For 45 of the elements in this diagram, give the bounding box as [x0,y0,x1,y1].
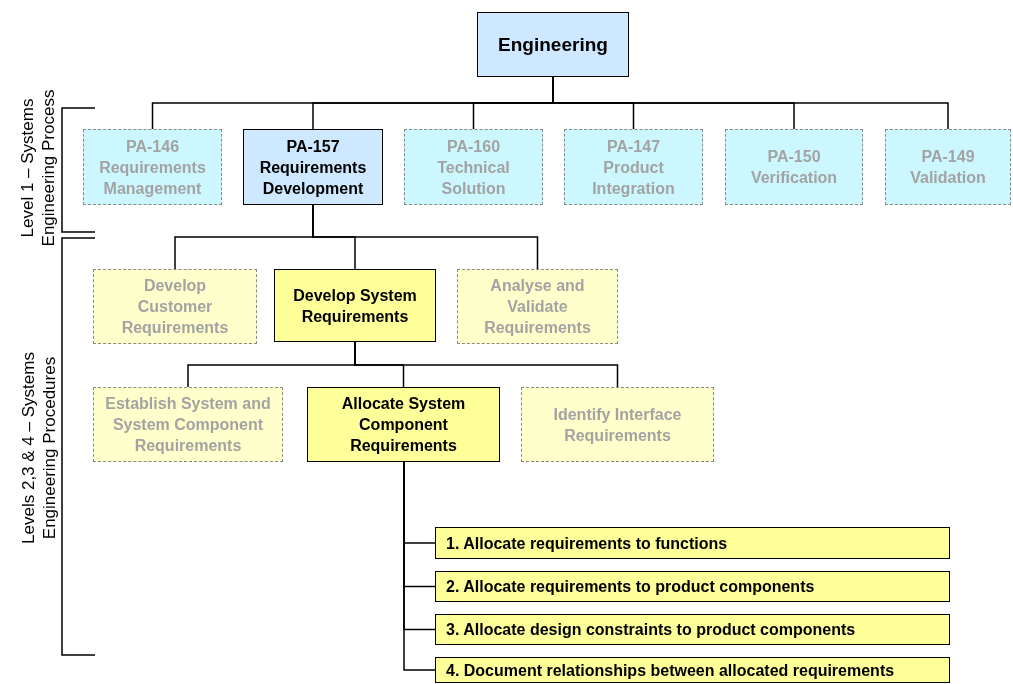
connector-line [312,204,539,270]
box-label: Product Integration [591,157,676,199]
side-label: Levels 2,3 & 4 – Systems Engineering Procedures [17,351,59,546]
step-box [435,657,950,683]
box-label: Establish System and System Component Requirements [104,394,272,456]
box-label: Requirements Development [258,157,368,199]
step-box [435,527,950,559]
connector-line [403,461,436,671]
process-box [93,387,283,462]
box-label: Analyse and Validate Requirements [483,276,592,338]
box-label: PA-147 [606,136,661,157]
process-box [885,129,1011,205]
box-label: 2. Allocate requirements to product components [446,577,815,597]
box-label: PA-160 [446,136,501,157]
process-box [457,269,618,344]
box-label: Identify Interface Requirements [552,404,683,446]
box-label: Requirements Management [98,157,207,199]
box-label: 4. Document relationships between allocated requirements [446,660,895,681]
process-box [725,129,863,205]
box-label: PA-150 [767,147,821,167]
step-box [435,614,950,645]
process-box [307,387,500,462]
box-label: Allocate System Component Requirements [340,394,467,456]
box-label: 1. Allocate requirements to functions [446,533,728,554]
box-label: PA-146 [125,136,180,157]
box-label: Develop System Requirements [292,285,418,327]
process-box [83,129,222,205]
box-label: Develop Customer Requirements [120,276,230,338]
process-box [564,129,703,205]
process-box [274,269,436,342]
process-box [521,387,714,462]
connector-line [354,341,619,388]
process-box [93,269,257,344]
box-label: PA-157 [286,136,340,157]
box-label: 3. Allocate design constraints to product components [446,620,856,640]
box-label: Verification [750,168,838,188]
box-label: Engineering [498,34,608,55]
box-label: Technical Solution [436,157,511,199]
box-label: Validation [910,168,986,188]
side-label: Level 1 – Systems Engineering Process [17,88,59,249]
box-label: PA-149 [921,147,975,167]
process-box [404,129,543,205]
process-box [243,129,383,205]
step-box [435,571,950,602]
process-box [477,12,629,77]
